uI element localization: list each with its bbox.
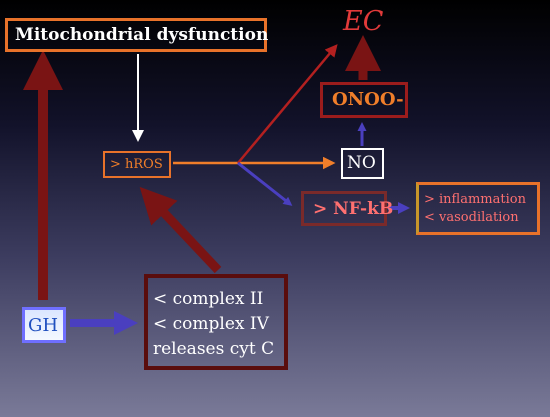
hros-label: > hROS xyxy=(110,157,163,172)
nfkb-label: > NF-kB xyxy=(313,199,394,219)
no-label: NO xyxy=(347,153,376,173)
outcomes-box: > inflammation < vasodilation xyxy=(416,182,540,235)
complex-ii-label: < complex II xyxy=(153,289,264,309)
arrow-hros-to-ec xyxy=(237,44,338,164)
mitochondrial-dysfunction-box: Mitochondrial dysfunction xyxy=(5,18,269,52)
gh-label: GH xyxy=(28,315,59,336)
hros-box: > hROS xyxy=(103,151,171,178)
onoo-label: ONOO- xyxy=(332,89,404,110)
complex-effects-box: < complex II < complex IV releases cyt C xyxy=(144,274,288,370)
arrow-complex-to-hros xyxy=(139,186,222,274)
arrow-hros-to-nfkb xyxy=(237,161,293,206)
nfkb-box: > NF-kB xyxy=(301,191,394,226)
inflammation-label: > inflammation xyxy=(424,192,526,207)
no-box: NO xyxy=(341,148,384,179)
vasodilation-label: < vasodilation xyxy=(424,210,519,225)
cyt-c-label: releases cyt C xyxy=(153,339,275,359)
mitochondrial-dysfunction-label: Mitochondrial dysfunction xyxy=(15,25,269,45)
ec-label: EC xyxy=(343,6,384,37)
onoo-box: ONOO- xyxy=(320,82,408,118)
gh-box: GH xyxy=(22,307,66,343)
ec-node: EC xyxy=(343,6,385,42)
complex-iv-label: < complex IV xyxy=(153,314,269,334)
